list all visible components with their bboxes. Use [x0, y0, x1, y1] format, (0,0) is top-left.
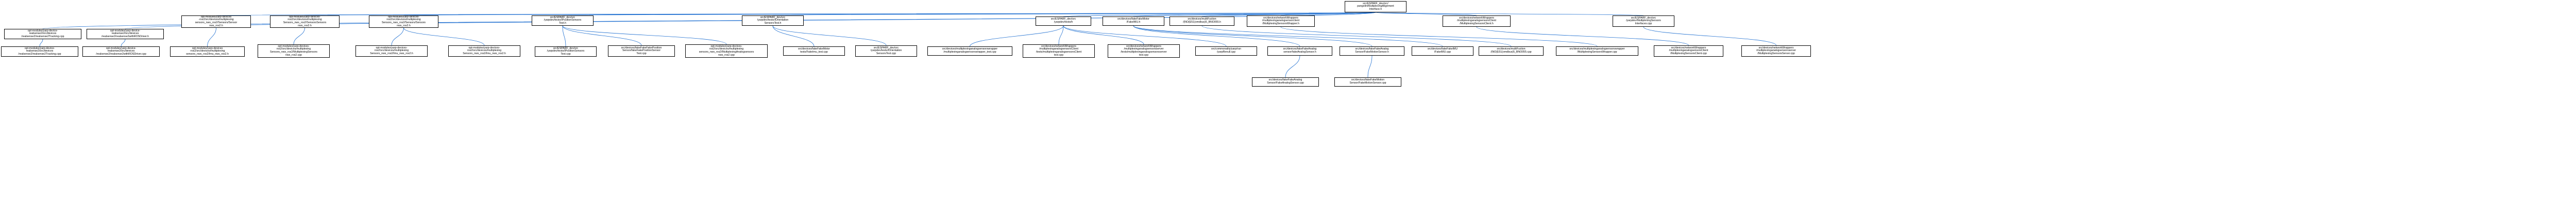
graph-node[interactable]: src/devices/networkWrappers /multiplexin…: [1443, 15, 1511, 27]
graph-node[interactable]: src/devices/networkWrappers /multiplexin…: [1654, 45, 1723, 57]
graph-edge: [1133, 25, 1300, 47]
graph-edge: [1201, 25, 1512, 47]
graph-edge: [772, 12, 1376, 16]
graph-edge: [1133, 25, 1372, 47]
graph-edge: [1476, 26, 1689, 46]
graph-node[interactable]: opt-modules/yarp-device- realsense2/src/…: [82, 46, 160, 57]
graph-edge: [562, 25, 566, 47]
graph-edge: [970, 25, 1064, 47]
graph-node[interactable]: opt-modules/yarp-devices- ros2/src/devic…: [448, 45, 520, 57]
graph-edge: [391, 27, 404, 46]
graph-node[interactable]: src/devices/multiFuction /(NO(E51(omdbus…: [1170, 16, 1234, 26]
graph-edge: [121, 39, 126, 47]
graph-edge: [772, 25, 815, 47]
graph-edge: [562, 25, 727, 45]
graph-edge: [562, 25, 642, 46]
graph-node[interactable]: src/devices/networkWrappers /multiplexin…: [1023, 44, 1095, 58]
graph-node[interactable]: src/devices/fakeFakeFakePosition Sensor/…: [608, 45, 675, 57]
graph-node[interactable]: src/ESPARF_dev/src /yarpdev/tests/IPosit…: [535, 46, 597, 57]
graph-node[interactable]: opt-modules/yarp-device- realsense2/src/…: [87, 29, 164, 39]
graph-node[interactable]: src/devices/fakeFakeMotor tests/FakeImu_…: [783, 46, 845, 56]
graph-edge: [293, 27, 305, 45]
graph-node[interactable]: src/devices/fakeFakeAnalog Sensor/FakeAn…: [1252, 77, 1319, 87]
graph-node[interactable]: opt-modules/yarp-devices- ros2/src/devic…: [369, 15, 438, 28]
graph-node[interactable]: src/ESPARF_dev/src /yarpdev/tests/IOrien…: [855, 45, 917, 57]
graph-node[interactable]: src/devices/multiplexinganalogsensorswra…: [1556, 46, 1638, 56]
graph-edge: [403, 27, 485, 46]
graph-node[interactable]: src/ESPARF_dev/src /yarpdev/tests/h: [1036, 16, 1091, 26]
graph-edge: [1280, 26, 1598, 47]
graph-node[interactable]: src/devices/fakeFakeIMU /FakeIMU.cpp: [1412, 46, 1473, 56]
graph-node[interactable]: opt-modules/yarp-device- realsense2/src/…: [1, 46, 78, 57]
graph-node[interactable]: opt-modules/yarp-devices -ros2/src/devic…: [181, 15, 251, 28]
graph-edge: [1375, 12, 1477, 16]
graph-node[interactable]: src/devices/multiFuction /(NO(E51(omdbus…: [1479, 46, 1544, 56]
graph-node[interactable]: opt-modules/yarp-devices -ros2/src/devic…: [170, 46, 245, 57]
graph-node-root[interactable]: src/ESPARF_dev/src/ pangolin/Multiplexin…: [1345, 1, 1406, 12]
graph-edge: [772, 25, 887, 46]
graph-node[interactable]: opt-modules/yarp-devices- ros2/src/devic…: [270, 15, 340, 28]
graph-node[interactable]: src/ESPARF_dev/src /yarpdev/tests/IOrien…: [742, 15, 804, 26]
graph-edge: [1643, 26, 1776, 46]
graph-node[interactable]: opt-modules/yarp-device- realsense2/src/…: [4, 29, 81, 39]
graph-node[interactable]: src/devices/networkWrappers /multiplexin…: [1108, 44, 1180, 58]
graph-node[interactable]: opt-modules/yarp-devices- ros2/src/devic…: [685, 44, 768, 58]
graph-node[interactable]: src/devices/fakeFakeAnalog Sensor/FakeMo…: [1340, 46, 1404, 56]
graph-node[interactable]: opt-modules/yarp-devices- ros2/src/devic…: [355, 45, 428, 57]
graph-edge: [1058, 25, 1064, 45]
graph-edge: [1280, 12, 1376, 16]
graph-node[interactable]: src/devices/multiplexinganalogsensorswra…: [927, 46, 1012, 56]
graph-edge: [1063, 25, 1144, 45]
graph-node[interactable]: src/devices/fakeFakeAnalog sensor/fakeAn…: [1267, 46, 1332, 56]
graph-node[interactable]: src/ESPARF_dev/src /yarpdev/tests/IPosit…: [532, 15, 594, 26]
graph-edge: [1133, 25, 1443, 47]
graph-edge: [1285, 55, 1300, 78]
graph-edge: [39, 39, 43, 47]
graph-node[interactable]: opt-modules/yarp-devices- ros2/src/devic…: [258, 44, 330, 58]
graph-node[interactable]: src/devices/fakeFakeMotion Sensor/FakeMo…: [1334, 77, 1401, 87]
graph-edge: [207, 27, 216, 47]
graph-node[interactable]: src/devices/networkWrappers /multiplexin…: [1247, 15, 1315, 27]
graph-node[interactable]: src/devices/fakeFakeMotor /FakeIMU.h: [1103, 16, 1164, 26]
graph-edge: [1367, 55, 1372, 78]
graph-node[interactable]: src/ESPARF_dev/src /yarpdev/Multiplexing…: [1613, 15, 1674, 27]
graph-edge: [1063, 25, 1227, 47]
graph-edge: [1375, 12, 1644, 16]
graph-node[interactable]: src/devices/networkWrappers /multiplexin…: [1741, 45, 1811, 57]
graph-node[interactable]: src/commonality/yarp/run /yarpRenull.cpp: [1195, 46, 1257, 56]
